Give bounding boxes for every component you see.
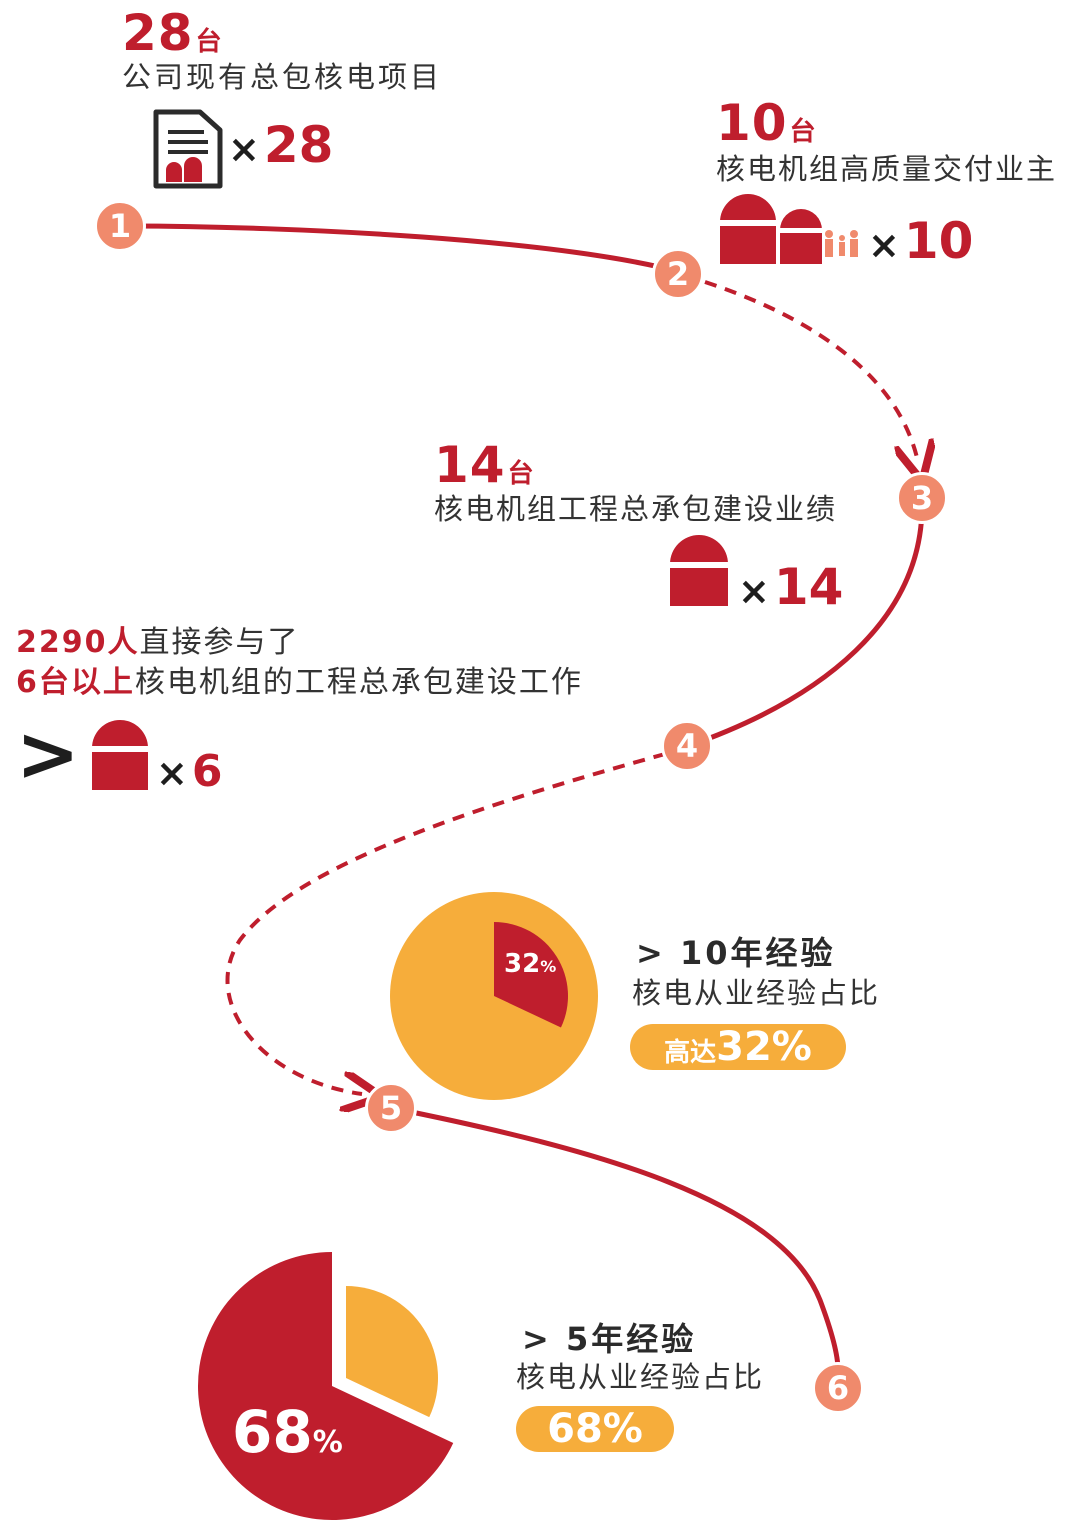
step5-title: > 10年经验 (636, 934, 836, 972)
multiply-icon: × (156, 751, 188, 795)
step4-line2-text: 核电机组的工程总承包建设工作 (134, 665, 583, 700)
node-5: 5 (365, 1082, 417, 1134)
pie-5yr-rest (346, 1286, 438, 1418)
pie-chart-10yr: 32% (390, 892, 598, 1100)
node-4: 4 (661, 720, 713, 772)
multiply-icon: × (868, 223, 900, 267)
path-solid-3-4 (687, 499, 925, 749)
step2-number: 10 (716, 94, 788, 152)
pie-10yr-slice (494, 922, 568, 1028)
step4-line2: 6台以上核电机组的工程总承包建设工作 (16, 664, 583, 702)
pie-5yr-slice (197, 1252, 454, 1520)
step5-caption: 核电从业经验占比 (632, 976, 881, 1010)
step6-pill-value: 68% (547, 1406, 643, 1452)
step3-number: 14 (434, 436, 506, 494)
multiply-icon: × (738, 569, 770, 613)
step6-pill: 68% (516, 1406, 674, 1452)
step3-unit: 台 (507, 459, 534, 489)
step1-number: 28 (122, 4, 194, 62)
step4-count: 6 (191, 746, 223, 797)
node-3: 3 (896, 472, 948, 524)
step2-stat: 10台 (716, 98, 816, 148)
step4-line1: 2290人直接参与了 (16, 624, 300, 662)
step4-multiplier: ×6 (156, 750, 222, 794)
node-2: 2 (652, 248, 704, 300)
pie-10yr-label: 32% (504, 949, 556, 979)
reactor-pair-family-icon (720, 194, 858, 264)
reactor-icon (670, 535, 728, 606)
step4-line1-text: 直接参与了 (139, 625, 300, 660)
step2-caption: 核电机组高质量交付业主 (716, 152, 1058, 186)
greater-than-symbol: > (16, 709, 80, 798)
step4-headcount: 2290人 (16, 625, 140, 660)
path-dashed-4-5 (225, 752, 666, 1094)
step3-stat: 14台 (434, 440, 534, 490)
step2-unit: 台 (789, 117, 816, 147)
step3-multiplier: ×14 (738, 562, 843, 612)
step5-pill-prefix: 高达 (664, 1037, 717, 1068)
step1-stat: 28台 (122, 8, 222, 58)
node-6: 6 (812, 1362, 864, 1414)
pie-5yr-label: 68% (232, 1398, 343, 1466)
step3-caption: 核电机组工程总承包建设业绩 (434, 492, 838, 526)
step2-count: 10 (903, 212, 974, 270)
step1-unit: 台 (195, 27, 222, 57)
path-dashed-2-3 (704, 280, 918, 462)
step3-count: 14 (773, 558, 844, 616)
node-1: 1 (94, 200, 146, 252)
step1-multiplier: ×28 (228, 120, 333, 170)
reactor-icon (92, 720, 148, 790)
step1-count: 28 (263, 116, 334, 174)
document-plant-icon (153, 109, 223, 189)
step5-pill-value: 32% (716, 1024, 812, 1070)
step2-multiplier: ×10 (868, 216, 973, 266)
step1-caption: 公司现有总包核电项目 (122, 60, 443, 94)
path-solid-1-2 (119, 223, 681, 275)
step6-caption: 核电从业经验占比 (516, 1360, 765, 1394)
pie-chart-5yr: 68% (197, 1252, 454, 1520)
step4-units: 6台以上 (16, 665, 135, 700)
path-solid-5-6 (391, 1105, 841, 1371)
step6-title: > 5年经验 (522, 1320, 697, 1358)
multiply-icon: × (228, 127, 260, 171)
